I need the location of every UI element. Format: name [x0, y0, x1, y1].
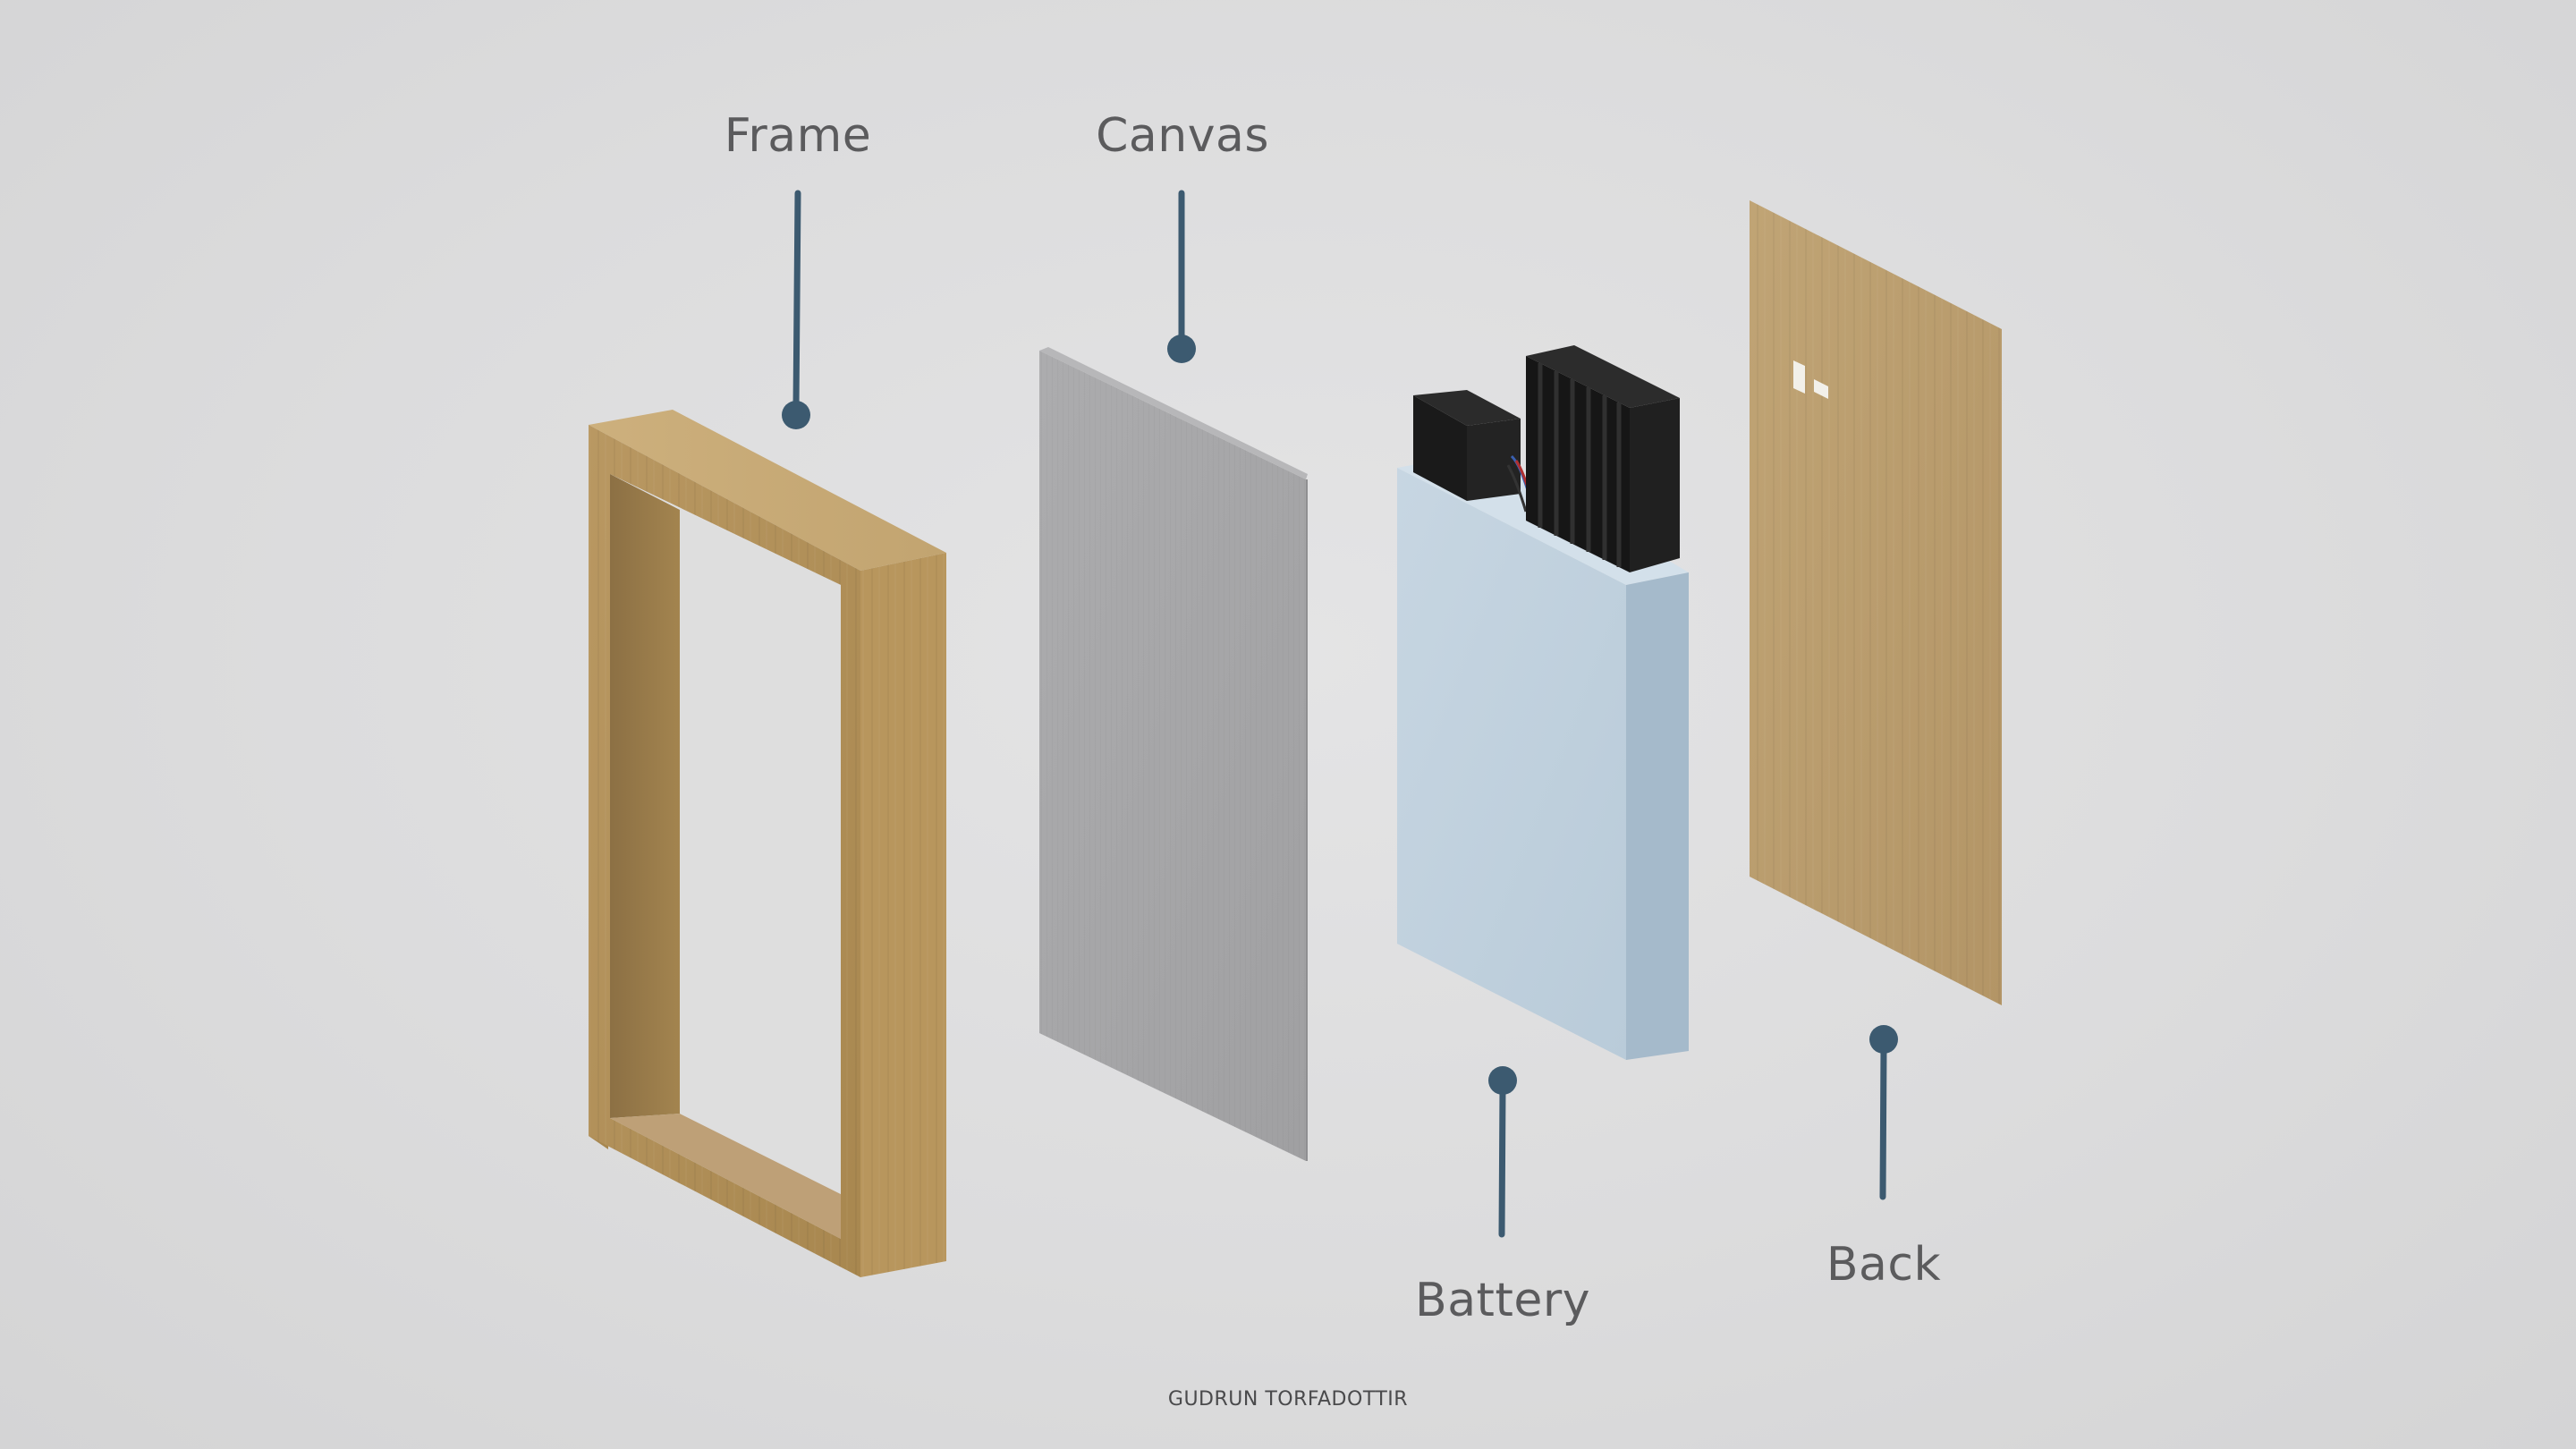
canvas-pointer [1167, 190, 1196, 363]
frame-pointer [782, 190, 810, 429]
frame-part [589, 410, 946, 1277]
back-part [1750, 200, 2002, 1005]
canvas-label: Canvas [1096, 109, 1269, 163]
author-credit: GUDRUN TORFADOTTIR [1167, 1388, 1409, 1411]
battery-label: Battery [1415, 1274, 1590, 1327]
back-label: Back [1826, 1238, 1942, 1292]
battery-part [1397, 345, 1689, 1060]
back-pointer [1869, 1025, 1898, 1200]
frame-label: Frame [724, 109, 872, 163]
battery-pointer [1488, 1066, 1517, 1238]
canvas-part [1039, 347, 1308, 1161]
